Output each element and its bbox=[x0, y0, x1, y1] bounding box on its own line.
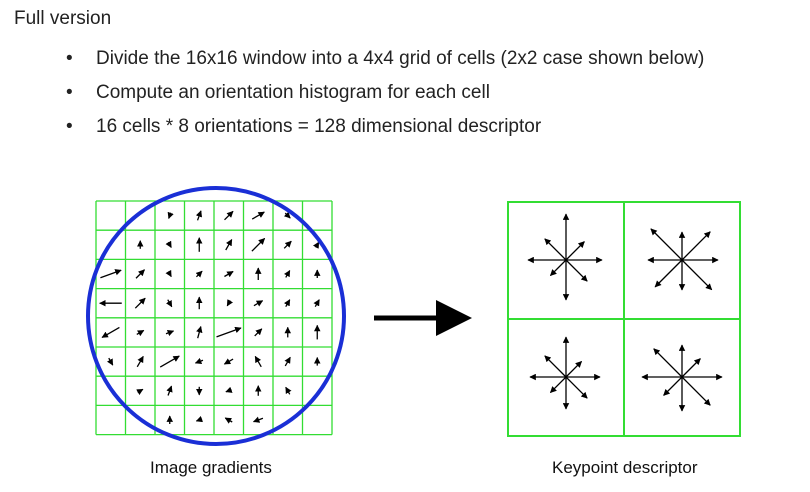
bullet-item: • 16 cells * 8 orientations = 128 dimensi… bbox=[66, 110, 704, 144]
bullet-text: Compute an orientation histogram for eac… bbox=[96, 82, 490, 103]
histogram-bin-arrow bbox=[565, 376, 588, 399]
gradient-arrow bbox=[195, 270, 203, 278]
gradient-arrow bbox=[165, 329, 175, 337]
gradient-arrow bbox=[101, 326, 120, 338]
bullet-dot-icon: • bbox=[66, 48, 73, 69]
histogram-bin-arrow bbox=[565, 241, 585, 261]
histogram-bin-arrow bbox=[663, 376, 683, 396]
bullet-item: • Divide the 16x16 window into a 4x4 grid… bbox=[66, 42, 704, 76]
histogram-bin-arrow bbox=[654, 259, 683, 288]
image-gradients-caption: Image gradients bbox=[150, 458, 272, 477]
gradient-arrow bbox=[195, 415, 204, 423]
transform-arrow-icon bbox=[374, 300, 472, 336]
gradient-arrow bbox=[136, 355, 144, 368]
gradient-grid bbox=[95, 200, 333, 436]
gradient-arrow bbox=[194, 357, 204, 365]
gaussian-window-circle bbox=[86, 186, 346, 446]
histogram-bin-arrow bbox=[544, 355, 567, 378]
bullet-text: Divide the 16x16 window into a 4x4 grid … bbox=[96, 48, 705, 69]
histogram-bin-arrow bbox=[549, 259, 567, 277]
gradient-arrows bbox=[99, 210, 321, 424]
gradient-arrow bbox=[225, 239, 233, 251]
histogram-bin-arrow bbox=[565, 360, 583, 378]
bullet-list: • Divide the 16x16 window into a 4x4 grid… bbox=[66, 42, 704, 144]
gradient-arrow bbox=[283, 211, 291, 219]
gradient-arrow bbox=[136, 329, 145, 337]
gradient-arrow bbox=[284, 299, 291, 307]
gradient-arrow bbox=[165, 240, 172, 248]
gradient-arrow bbox=[252, 416, 264, 423]
slide-heading: Full version bbox=[14, 8, 112, 29]
gradient-arrow bbox=[313, 241, 320, 249]
histogram-bin-arrow bbox=[544, 238, 567, 261]
gradient-arrow bbox=[134, 297, 146, 309]
gradient-arrow bbox=[224, 417, 233, 424]
gradient-arrow bbox=[284, 356, 291, 367]
gradient-arrow bbox=[195, 210, 203, 221]
gradient-arrow bbox=[223, 358, 234, 365]
gradient-arrow bbox=[166, 385, 173, 396]
histogram-bin-arrow bbox=[650, 228, 683, 261]
gradient-arrow bbox=[166, 299, 173, 308]
gradient-arrow bbox=[224, 210, 234, 221]
gradient-arrow bbox=[100, 269, 122, 279]
gradient-arrow bbox=[253, 300, 264, 307]
histogram-bin-arrow bbox=[681, 259, 713, 291]
gradient-arrow bbox=[224, 270, 234, 278]
gradient-arrow bbox=[284, 269, 291, 278]
histogram-bin-arrow bbox=[681, 376, 711, 406]
gradient-arrow bbox=[283, 240, 292, 249]
gradient-arrow bbox=[251, 237, 266, 252]
gradient-arrow bbox=[167, 211, 174, 220]
gradient-arrow bbox=[226, 299, 233, 307]
gradient-arrow bbox=[159, 355, 180, 368]
image-gradients-panel bbox=[86, 186, 346, 446]
bullet-text: 16 cells * 8 orientations = 128 dimensio… bbox=[96, 116, 542, 137]
gradient-arrow bbox=[251, 211, 265, 220]
keypoint-descriptor-caption: Keypoint descriptor bbox=[552, 458, 698, 477]
gradient-arrow bbox=[225, 386, 233, 393]
histogram-bin-arrow bbox=[565, 259, 588, 282]
bullet-item: • Compute an orientation histogram for ea… bbox=[66, 76, 704, 110]
bullet-dot-icon: • bbox=[66, 116, 73, 137]
bullet-dot-icon: • bbox=[66, 82, 73, 103]
histogram-bin-arrow bbox=[549, 376, 567, 394]
gradient-arrow bbox=[136, 388, 144, 396]
histogram-bin-arrow bbox=[653, 348, 683, 378]
gradient-arrow bbox=[254, 355, 262, 368]
gradient-arrow bbox=[216, 326, 242, 338]
gradient-arrow bbox=[165, 269, 172, 278]
keypoint-descriptor-panel bbox=[507, 201, 741, 437]
gradient-arrow bbox=[196, 325, 203, 339]
orientation-histograms bbox=[527, 213, 723, 412]
histogram-bin-arrow bbox=[681, 358, 701, 378]
gradient-arrow bbox=[285, 386, 292, 395]
gradient-arrow bbox=[254, 328, 263, 337]
gradient-arrow bbox=[313, 299, 320, 307]
histogram-bin-arrow bbox=[681, 231, 711, 261]
gradient-arrow bbox=[135, 269, 145, 279]
gradient-arrow bbox=[107, 357, 114, 366]
